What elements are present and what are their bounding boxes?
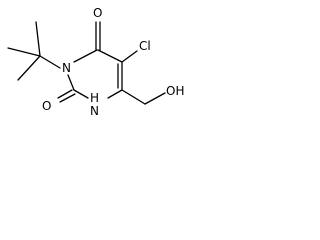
bond-c5-cl [121,50,138,63]
atom-o-c4-label: O [93,6,102,20]
atom-n1-h-label: H [90,91,99,105]
bond-n1-c2 [73,89,89,99]
bond-c6-ch2 [121,89,146,105]
bond-n3-cq [39,55,61,69]
chemical-structure-diagram: N O Cl OH H N O [7,6,184,118]
atom-oh-label: OH [166,84,184,98]
atom-n1-label: N [90,104,99,118]
atom-o-c2-label: O [42,99,51,113]
bond-cq-methyl-top [35,21,41,57]
bond-cq-methyl-left [7,47,41,57]
bond-n3-c4 [73,49,98,63]
bond-ch2-oh [144,92,166,105]
bond-c2-o-1 [57,89,73,99]
bond-c2-n3 [67,74,75,91]
atom-cl-label: Cl [139,39,151,53]
bond-c4-c5 [97,49,123,63]
bond-c2-o-2 [59,93,76,103]
bond-c6-n1 [107,89,123,99]
atom-n3-label: N [62,61,71,75]
bond-cq-methyl-bottom [17,55,41,81]
